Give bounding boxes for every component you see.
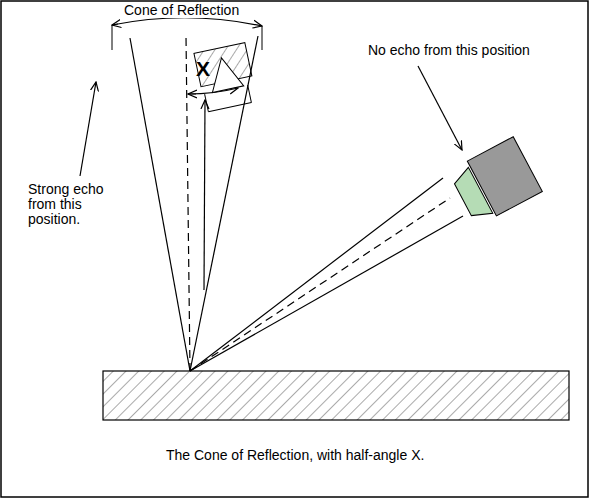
strong-echo-note: Strong echo from this position. [28, 182, 110, 227]
no-echo-note: No echo from this position [368, 42, 530, 58]
cone-title: Cone of Reflection [122, 2, 241, 18]
figure-caption: The Cone of Reflection, with half-angle … [166, 447, 424, 463]
angle-label: X [196, 58, 210, 80]
